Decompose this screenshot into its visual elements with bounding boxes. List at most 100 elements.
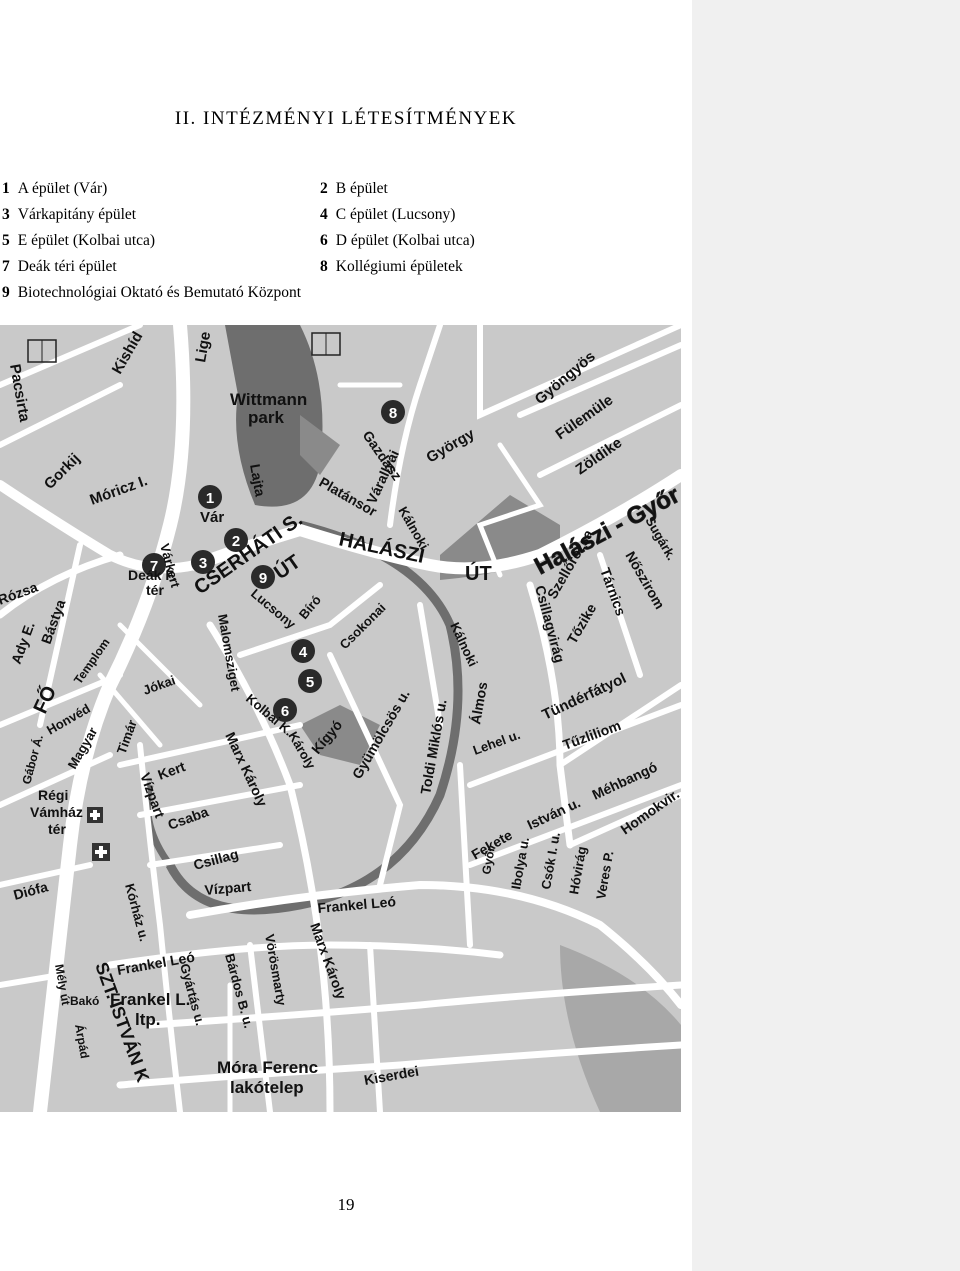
label-vamhaz: Vámház bbox=[30, 804, 83, 820]
page-number: 19 bbox=[337, 1195, 355, 1214]
street-label: Timár bbox=[114, 718, 140, 756]
street-label: Tőzike bbox=[564, 601, 600, 647]
street-label: Frankel Leó bbox=[317, 893, 397, 916]
street-label: Lucsony bbox=[248, 586, 299, 632]
label-park: park bbox=[248, 408, 284, 427]
road bbox=[97, 672, 163, 748]
label-frankel-ltp: Frankel L. bbox=[110, 990, 190, 1009]
street-label: Ady E. bbox=[8, 620, 38, 666]
right-margin-panel bbox=[692, 0, 960, 1271]
street-label: György bbox=[424, 425, 479, 466]
road bbox=[367, 942, 383, 1112]
marker-8: 8 bbox=[381, 400, 405, 424]
street-label: Gorkij bbox=[41, 450, 84, 493]
road bbox=[0, 325, 143, 388]
road bbox=[186, 880, 681, 1009]
street-label: Móricz I. bbox=[88, 472, 150, 509]
svg-text:1: 1 bbox=[206, 490, 214, 507]
road bbox=[537, 402, 681, 478]
street-label: Bíró bbox=[296, 592, 324, 622]
label-mora: Móra Ferenc bbox=[217, 1058, 318, 1077]
road bbox=[0, 551, 124, 619]
road bbox=[137, 742, 183, 1112]
marker-5: 5 bbox=[298, 669, 322, 693]
dark-area bbox=[300, 415, 340, 475]
road bbox=[116, 1041, 681, 1089]
label-vamhaz-ter: tér bbox=[48, 821, 66, 837]
street-label: Kert bbox=[156, 758, 188, 783]
street-label: Győr bbox=[479, 845, 498, 875]
marker-4: 4 bbox=[291, 639, 315, 663]
street-label: Hóvirág bbox=[566, 845, 589, 895]
street-label: Homokvir. bbox=[618, 786, 681, 838]
street-label: Vízpart bbox=[204, 878, 252, 898]
hospital-icon bbox=[87, 807, 103, 823]
street-label: Árpád bbox=[72, 1023, 93, 1060]
road bbox=[387, 325, 443, 528]
label-wittmann: Wittmann bbox=[230, 390, 307, 409]
street-label: Tárnics bbox=[597, 566, 629, 618]
street-label: Gyöngyös bbox=[532, 348, 599, 408]
road bbox=[457, 762, 473, 948]
street-label: Bakó bbox=[70, 994, 99, 1008]
river-area bbox=[225, 325, 323, 507]
street-label: Csillag bbox=[192, 846, 240, 873]
road bbox=[206, 621, 334, 1112]
label-regi: Régi bbox=[38, 787, 68, 803]
road bbox=[237, 582, 383, 658]
road bbox=[0, 672, 123, 728]
road bbox=[0, 752, 113, 808]
road bbox=[517, 342, 681, 418]
marker-1: 1 bbox=[198, 485, 222, 509]
road bbox=[294, 469, 681, 575]
label-var: Vár bbox=[200, 509, 224, 526]
svg-text:4: 4 bbox=[299, 644, 308, 661]
road bbox=[526, 581, 574, 849]
svg-text:7: 7 bbox=[150, 558, 158, 575]
road bbox=[117, 722, 303, 768]
road bbox=[417, 602, 443, 728]
street-label: Lige bbox=[192, 330, 214, 363]
street-label: Jókai bbox=[141, 672, 177, 697]
road bbox=[467, 702, 681, 788]
road bbox=[467, 782, 681, 868]
road bbox=[0, 862, 93, 888]
street-label: Ibolya u. bbox=[508, 836, 532, 891]
road bbox=[476, 442, 544, 578]
marker-2: 2 bbox=[224, 528, 248, 552]
street-label: Lehel u. bbox=[471, 727, 522, 758]
page-title: II. INTÉZMÉNYI LÉTESÍTMÉNYEK bbox=[174, 108, 518, 129]
label-deak-ter: Deák F. bbox=[128, 567, 176, 583]
street-label: Álmos bbox=[467, 680, 490, 725]
svg-text:3: 3 bbox=[199, 555, 207, 572]
street-label: Lajta bbox=[247, 463, 268, 498]
road bbox=[247, 942, 273, 1112]
street-label: Veres P. bbox=[593, 850, 616, 901]
road-network bbox=[0, 325, 681, 1112]
svg-text:2: 2 bbox=[232, 533, 240, 550]
marker-9: 9 bbox=[251, 565, 275, 589]
river-channel bbox=[165, 520, 463, 915]
street-label: Gábor Á. bbox=[18, 733, 46, 786]
label-mora-2: lakótelep bbox=[230, 1078, 304, 1097]
road bbox=[147, 842, 283, 868]
label-frankel-ltp-2: ltp. bbox=[135, 1010, 161, 1029]
svg-text:8: 8 bbox=[389, 405, 397, 422]
street-label: Csokonai bbox=[337, 600, 389, 652]
marker-3: 3 bbox=[191, 550, 215, 574]
svg-text:9: 9 bbox=[259, 570, 267, 587]
svg-text:6: 6 bbox=[281, 703, 289, 720]
road bbox=[117, 622, 203, 708]
road bbox=[0, 382, 123, 448]
road bbox=[477, 325, 681, 420]
road bbox=[597, 552, 643, 678]
map-svg: 1 2 3 4 5 6 7 8 bbox=[0, 325, 681, 1112]
